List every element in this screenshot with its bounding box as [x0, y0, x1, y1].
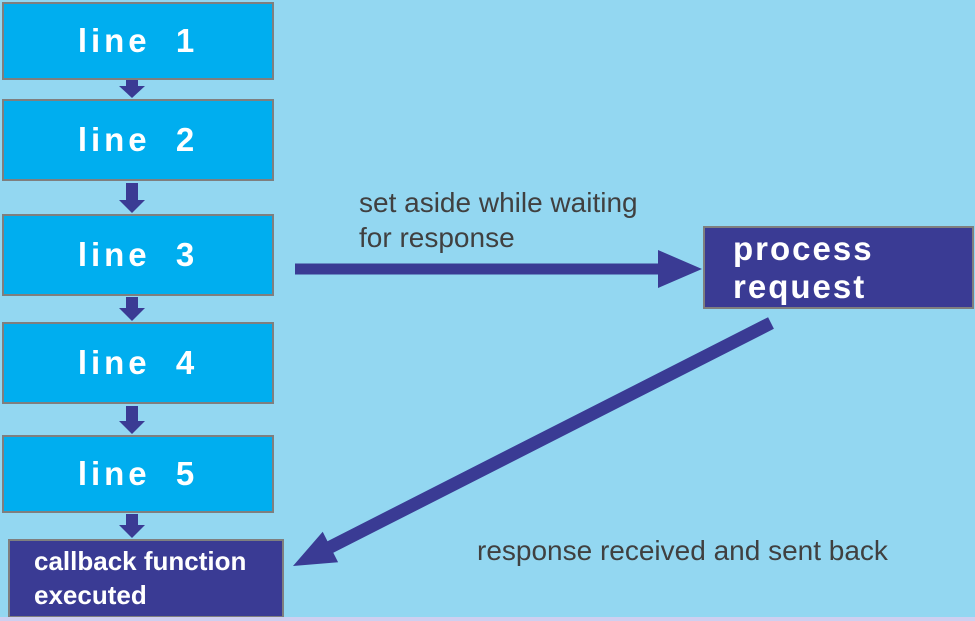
down-arrow-line5-callback — [119, 514, 145, 538]
flow-box-line-1: line 1 — [2, 2, 274, 80]
down-arrow-line3-line4 — [119, 297, 145, 321]
set-aside-annotation: set aside while waiting for response — [359, 187, 638, 253]
down-arrow-line4-line5 — [119, 406, 145, 434]
process-request-box: process request — [703, 226, 974, 309]
response-annotation: response received and sent back — [477, 535, 888, 566]
down-arrow-line1-line2 — [119, 80, 145, 98]
callback-executed-box: callback function executed — [8, 539, 284, 618]
flow-box-line-3: line 3 — [2, 214, 274, 296]
flow-box-line-2: line 2 — [2, 99, 274, 181]
down-arrow-line2-line3 — [119, 183, 145, 213]
request-arrow-line3-to-process — [295, 250, 702, 288]
flow-box-line-5: line 5 — [2, 435, 274, 513]
response-arrow-process-to-callback — [293, 317, 774, 566]
flow-box-line-4: line 4 — [2, 322, 274, 404]
bottom-edge-strip — [0, 617, 975, 621]
